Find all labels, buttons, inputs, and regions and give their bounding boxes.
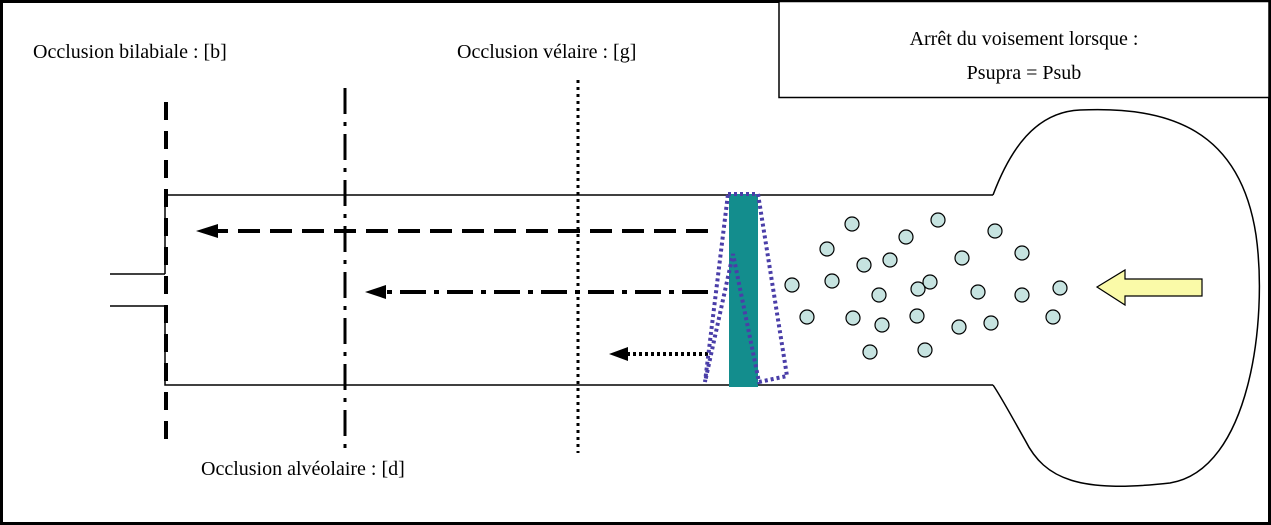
alveolar-label: Occlusion alvéolaire : [d] [201,458,405,480]
air-particle [862,344,878,360]
air-particle [909,308,925,324]
voicing-note-line2: Psupra = Psub [967,62,1082,84]
alveolar-arrowhead [365,285,386,299]
air-particle [784,277,800,293]
voicing-note-box [778,0,1270,99]
lungs-chamber [992,108,1261,487]
glottis [729,194,758,387]
air-particle [910,281,926,297]
air-particle [874,317,890,333]
air-particle [1045,309,1061,325]
air-particle [824,273,840,289]
air-particle [1014,245,1030,261]
air-particle [845,310,861,326]
air-particle [930,212,946,228]
bilabial-label: Occlusion bilabiale : [b] [33,41,227,63]
air-particles [784,212,1068,360]
air-particle [951,319,967,335]
air-particle [917,342,933,358]
air-particle [882,252,898,268]
air-particle [1014,287,1030,303]
air-particle [844,216,860,232]
air-particle [799,309,815,325]
air-particle [954,250,970,266]
air-particle [819,241,835,257]
air-particle [871,287,887,303]
bilabial-arrowhead [196,224,218,238]
air-particle [983,315,999,331]
voicing-note-line1: Arrêt du voisement lorsque : [910,28,1139,50]
velar-arrowhead [609,347,628,361]
air-particle [856,257,872,273]
velar-label: Occlusion vélaire : [g] [457,41,636,63]
air-particle [898,229,914,245]
air-particle [922,274,938,290]
block-arrow-left-icon [1095,268,1203,307]
lips-opening [110,273,165,307]
air-particle [1052,280,1068,296]
vocal-folds-outline [703,192,790,385]
air-particle [987,223,1003,239]
air-particle [970,284,986,300]
